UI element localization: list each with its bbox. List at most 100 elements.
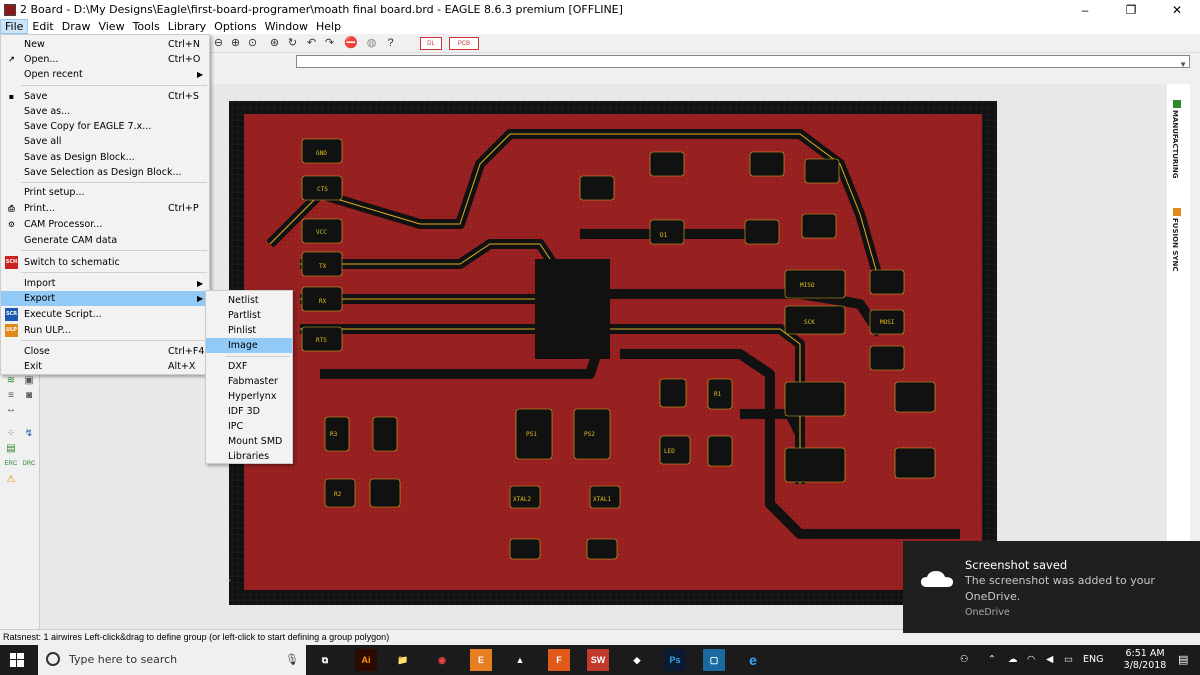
- camera-icon[interactable]: ◙: [25, 390, 33, 401]
- route-icon[interactable]: ⁘: [6, 428, 16, 439]
- export-pinlist[interactable]: Pinlist: [228, 325, 257, 336]
- export-ipc[interactable]: IPC: [228, 421, 244, 432]
- move-icon[interactable]: ↔: [6, 404, 16, 415]
- minimize-button[interactable]: –: [1081, 2, 1089, 17]
- file-menu-save-copy[interactable]: Save Copy for EAGLE 7.x...: [24, 121, 152, 132]
- drc-icon[interactable]: DRC: [22, 461, 36, 467]
- arduino-icon[interactable]: ▢: [703, 649, 725, 671]
- export-partlist[interactable]: Partlist: [228, 310, 261, 321]
- redraw-icon[interactable]: ↻: [287, 37, 298, 49]
- file-menu-print[interactable]: ⎙Print...Ctrl+P: [1, 201, 209, 216]
- command-input[interactable]: ▼: [296, 55, 1190, 69]
- file-menu-open[interactable]: ↗Open...Ctrl+O: [1, 52, 209, 67]
- warning-icon[interactable]: ⚠: [6, 474, 16, 485]
- stop-icon[interactable]: ⛔: [344, 37, 358, 49]
- tab-manufacturing[interactable]: MANUFACTURING: [1171, 110, 1179, 179]
- f-app-icon[interactable]: F: [548, 649, 570, 671]
- tab-fusion-sync[interactable]: FUSION SYNC: [1171, 218, 1179, 272]
- file-menu-save-as[interactable]: Save as...: [24, 106, 71, 117]
- redo-icon[interactable]: ↷: [324, 37, 335, 49]
- volume-icon[interactable]: ◀: [1046, 654, 1054, 665]
- taskbar-search[interactable]: Type here to search 🎙: [38, 645, 306, 675]
- menu-options[interactable]: Options: [214, 20, 257, 33]
- design-link-icon[interactable]: DL: [420, 37, 442, 50]
- wolf-app-icon[interactable]: ▲: [515, 655, 525, 665]
- menu-edit[interactable]: Edit: [32, 20, 54, 33]
- photoshop-icon[interactable]: Ps: [664, 649, 686, 671]
- inkscape-icon[interactable]: ◆: [633, 655, 641, 665]
- file-menu-cam-processor[interactable]: ⚙CAM Processor...: [1, 217, 209, 232]
- command-dropdown-icon[interactable]: ▼: [1179, 60, 1187, 69]
- go-icon[interactable]: ◍: [366, 37, 377, 49]
- export-mount-smd[interactable]: Mount SMD: [228, 436, 283, 447]
- menu-library[interactable]: Library: [167, 20, 207, 33]
- export-hyperlynx[interactable]: Hyperlynx: [228, 391, 277, 402]
- zoom-select-icon[interactable]: ⊙: [247, 37, 258, 49]
- file-menu-generate-cam[interactable]: Generate CAM data: [24, 235, 118, 246]
- export-image[interactable]: Image: [206, 338, 292, 353]
- microphone-icon[interactable]: 🎙: [285, 654, 299, 666]
- file-menu-save-design-block[interactable]: Save as Design Block...: [24, 152, 135, 163]
- autoroute-icon[interactable]: ↯: [24, 428, 34, 439]
- battery-icon[interactable]: ▭: [1064, 654, 1073, 665]
- maximize-button[interactable]: ❐: [1125, 2, 1137, 17]
- menu-window[interactable]: Window: [264, 20, 308, 33]
- solidworks-icon[interactable]: SW: [587, 649, 609, 671]
- undo-icon[interactable]: ↶: [306, 37, 317, 49]
- eagle-icon[interactable]: E: [470, 649, 492, 671]
- zoom-in-icon[interactable]: ⊕: [230, 37, 241, 49]
- zoom-out-icon[interactable]: ⊖: [213, 37, 224, 49]
- close-button[interactable]: ✕: [1171, 2, 1183, 17]
- export-dxf[interactable]: DXF: [228, 361, 248, 372]
- file-explorer-icon[interactable]: 📁: [397, 655, 409, 665]
- submenu-arrow-icon: ▶: [197, 70, 204, 79]
- pcb-quote-icon[interactable]: PCB: [449, 37, 479, 50]
- vertical-scrollbar[interactable]: [1190, 84, 1200, 629]
- export-idf-3d[interactable]: IDF 3D: [228, 406, 260, 417]
- stack-icon[interactable]: ≡: [8, 390, 14, 401]
- file-menu-export[interactable]: Export▶: [1, 291, 209, 306]
- export-fabmaster[interactable]: Fabmaster: [228, 376, 278, 387]
- menu-tools[interactable]: Tools: [132, 20, 160, 33]
- tray-chevron-icon[interactable]: ⌃: [988, 654, 996, 665]
- chrome-icon[interactable]: ◉: [438, 655, 446, 665]
- help-icon[interactable]: ?: [387, 37, 394, 49]
- onedrive-notification[interactable]: Screenshot saved The screenshot was adde…: [903, 541, 1200, 633]
- layers-icon[interactable]: ≋: [6, 375, 16, 386]
- network-icon[interactable]: ◠: [1027, 654, 1036, 665]
- illustrator-icon[interactable]: Ai: [355, 649, 377, 671]
- menu-file[interactable]: File: [0, 19, 29, 34]
- export-netlist[interactable]: Netlist: [228, 295, 259, 306]
- file-menu-open-recent[interactable]: Open recent▶: [24, 69, 204, 80]
- file-menu-save-all[interactable]: Save all: [24, 136, 62, 147]
- language-indicator[interactable]: ENG: [1083, 654, 1104, 665]
- fusion-sync-icon[interactable]: [1173, 208, 1181, 216]
- windows-start-icon[interactable]: [10, 653, 24, 667]
- menu-help[interactable]: Help: [315, 20, 342, 33]
- file-menu-import[interactable]: Import▶: [24, 278, 204, 289]
- task-view-icon[interactable]: ⧉: [321, 655, 329, 665]
- file-menu-print-setup[interactable]: Print setup...: [24, 187, 85, 198]
- ratsnest-icon[interactable]: ▤: [6, 443, 16, 454]
- manufacturing-icon[interactable]: [1173, 100, 1181, 108]
- edge-icon[interactable]: e: [749, 652, 757, 668]
- clock[interactable]: 6:51 AM 3/8/2018: [1122, 648, 1168, 672]
- tray-cloud-icon[interactable]: ☁: [1008, 654, 1018, 665]
- people-icon[interactable]: ⚇: [960, 654, 969, 665]
- menu-view[interactable]: View: [98, 20, 125, 33]
- file-menu-save-selection[interactable]: Save Selection as Design Block...: [24, 167, 182, 178]
- board-canvas[interactable]: GND CTS VCC TX RX RTS MISO SCK MOSI D1 L…: [40, 84, 1167, 629]
- menu-draw[interactable]: Draw: [61, 20, 91, 33]
- zoom-fit-icon[interactable]: ⊛: [269, 37, 280, 49]
- export-libraries[interactable]: Libraries: [228, 451, 270, 462]
- mark-icon[interactable]: ▣: [24, 375, 34, 386]
- erc-icon[interactable]: ERC: [4, 461, 18, 467]
- action-center-icon[interactable]: ▤: [1178, 653, 1189, 666]
